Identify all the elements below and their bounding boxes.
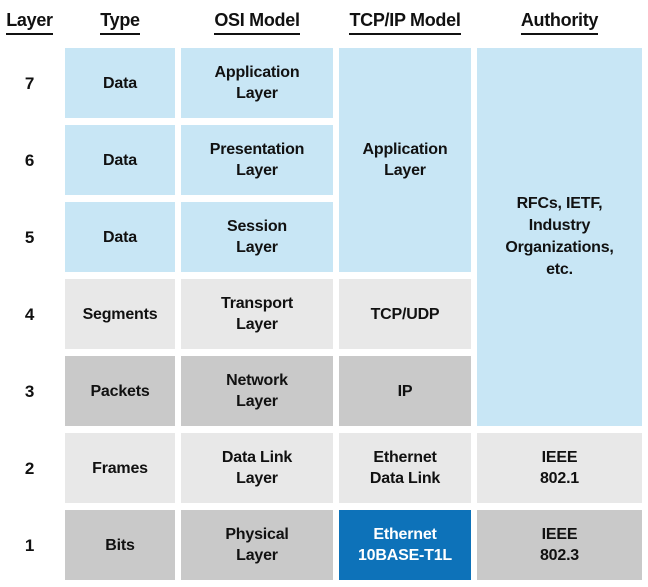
tcpip-cell-application-layer-merged: Application Layer [339,48,471,272]
authority-cell-ieee-802-1: IEEE 802.1 [477,433,642,503]
type-cell-layer7-data: Data [65,48,175,118]
column-header-layer: Layer [0,3,59,41]
osi-cell-data-link-layer: Data Link Layer [181,433,333,503]
type-cell-segments: Segments [65,279,175,349]
osi-cell-application-layer: Application Layer [181,48,333,118]
column-header-type: Type [65,3,175,41]
type-cell-layer5-data: Data [65,202,175,272]
type-cell-frames: Frames [65,433,175,503]
layer-number-5: 5 [24,227,35,247]
column-header-authority: Authority [477,3,642,41]
osi-tcpip-comparison-table: Layer Type OSI Model TCP/IP Model Author… [0,3,642,580]
type-cell-layer6-data: Data [65,125,175,195]
column-header-layer-label: Layer [6,10,53,35]
layer-number-4: 4 [24,304,35,324]
authority-cell-ieee-802-3: IEEE 802.3 [477,510,642,580]
column-header-tcpip-model: TCP/IP Model [339,3,471,41]
tcpip-cell-tcp-udp: TCP/UDP [339,279,471,349]
osi-cell-transport-layer: Transport Layer [181,279,333,349]
tcpip-cell-ethernet-data-link: Ethernet Data Link [339,433,471,503]
layer-number-2: 2 [24,458,35,478]
column-header-osi-model-label: OSI Model [214,10,300,35]
layer-number-6: 6 [24,150,35,170]
osi-cell-session-layer: Session Layer [181,202,333,272]
layer-number-3: 3 [24,381,35,401]
osi-cell-physical-layer: Physical Layer [181,510,333,580]
tcpip-cell-ethernet-10base-t1l-highlight: Ethernet 10BASE-T1L [339,510,471,580]
osi-cell-network-layer: Network Layer [181,356,333,426]
osi-cell-presentation-layer: Presentation Layer [181,125,333,195]
column-header-osi-model: OSI Model [181,3,333,41]
column-header-authority-label: Authority [520,10,598,35]
column-header-type-label: Type [100,10,140,35]
type-cell-bits: Bits [65,510,175,580]
type-cell-packets: Packets [65,356,175,426]
authority-cell-rfcs-ietf-merged: RFCs, IETF, Industry Organizations, etc. [477,48,642,426]
layer-number-7: 7 [24,73,35,93]
column-header-tcpip-model-label: TCP/IP Model [349,10,461,35]
layer-number-1: 1 [24,535,35,555]
tcpip-cell-ip: IP [339,356,471,426]
